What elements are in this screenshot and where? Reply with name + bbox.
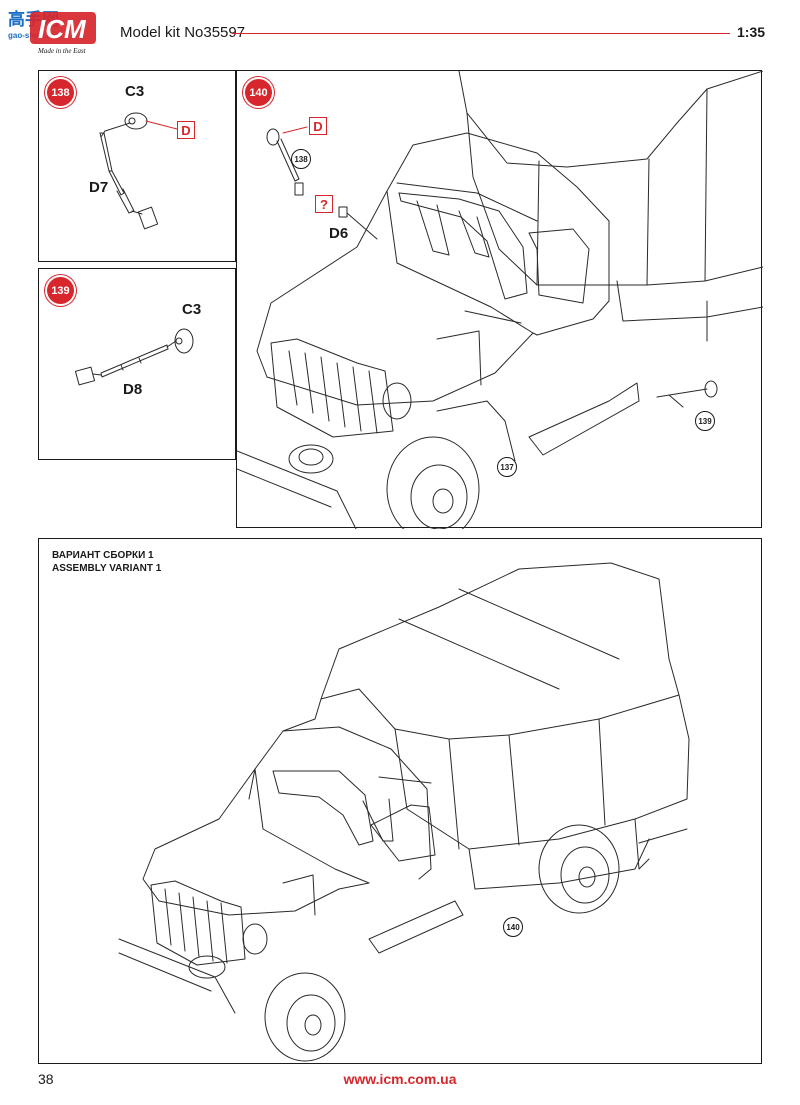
part-label-c3: C3 xyxy=(125,83,145,100)
part-label-c3: C3 xyxy=(182,301,202,318)
footer-url-link[interactable]: www.icm.com.ua xyxy=(343,1071,457,1087)
part-label-d8: D8 xyxy=(123,381,143,398)
full-truck-drawing xyxy=(118,562,690,1062)
panel-step-139: 139 C3 D8 xyxy=(38,268,236,460)
panel-step-140: 140 D ? D6 138 139 137 xyxy=(236,70,763,529)
ref-circle-139: 139 xyxy=(695,411,715,431)
variant-title-en: ASSEMBLY VARIANT 1 xyxy=(52,563,162,574)
mirror-d8-drawing xyxy=(74,328,194,386)
page-header: 高手网 gao-shou.com ICM Made in the East Mo… xyxy=(0,0,800,62)
step-number-140: 140 xyxy=(245,79,272,106)
panel-assembly-variant: 140 xyxy=(38,538,762,1064)
part-label-d7: D7 xyxy=(89,179,109,196)
tag-question-140: ? xyxy=(315,195,333,213)
tag-d-138: D xyxy=(177,121,195,139)
tag-d-140: D xyxy=(309,117,327,135)
variant-title: ВАРИАНТ СБОРКИ 1 ASSEMBLY VARIANT 1 xyxy=(52,549,161,575)
tagline: Made in the East xyxy=(37,47,87,55)
ref-circle-138: 138 xyxy=(291,149,311,169)
ref-circle-140: 140 xyxy=(503,917,523,937)
step-number-138: 138 xyxy=(47,79,74,106)
step-number-139: 139 xyxy=(47,277,74,304)
header-rule xyxy=(232,33,730,34)
variant-title-ru: ВАРИАНТ СБОРКИ 1 xyxy=(52,550,154,561)
brand: ICM xyxy=(38,14,87,44)
part-label-d6: D6 xyxy=(329,225,349,242)
icm-logo: 高手网 gao-shou.com ICM Made in the East xyxy=(4,6,114,56)
truck-cab-drawing xyxy=(237,71,763,529)
page-number: 38 xyxy=(38,1071,54,1087)
model-kit-title: Model kit No35597 xyxy=(120,24,246,41)
ref-circle-137: 137 xyxy=(497,457,517,477)
mirror-d7-drawing xyxy=(99,112,178,230)
scale-label: 1:35 xyxy=(737,24,766,40)
panel-step-138: 138 C3 D D7 xyxy=(38,70,236,262)
